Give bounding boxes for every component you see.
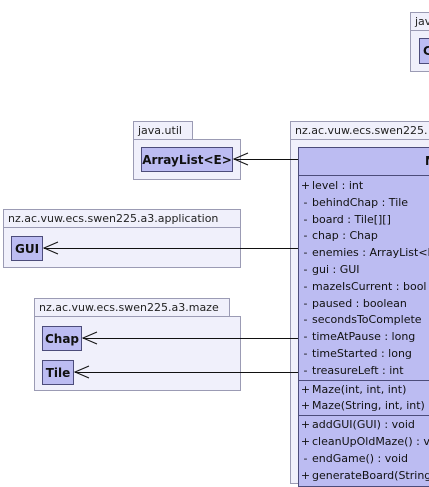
visibility-marker: -	[303, 229, 308, 243]
member-text: treasureLeft : int	[312, 363, 404, 377]
member-text: board : Tile[][]	[312, 212, 391, 226]
package-tab-maze: nz.ac.vuw.ecs.swen225.a3.maze	[34, 298, 230, 316]
maze-constructor: +Maze(int, int, int)	[299, 382, 429, 399]
package-tab-main: nz.ac.vuw.ecs.swen225.	[290, 121, 429, 139]
member-text: paused : boolean	[312, 296, 407, 310]
package-application	[3, 227, 241, 268]
maze-fields: +level : int-behindChap : Tile-board : T…	[299, 176, 429, 380]
member-text: level : int	[312, 179, 364, 192]
member-text: behindChap : Tile	[312, 195, 409, 209]
visibility-marker: -	[303, 195, 308, 209]
edge-maze-tile	[75, 372, 298, 373]
maze-field: -enemies : ArrayList<E	[299, 245, 429, 262]
maze-method: -endGame() : void	[299, 451, 429, 468]
visibility-marker: -	[303, 296, 308, 310]
member-text: gui : GUI	[312, 262, 360, 276]
member-text: addGUI(GUI) : void	[312, 418, 415, 432]
class-chap[interactable]: Chap	[42, 326, 82, 351]
visibility-marker: -	[303, 246, 308, 260]
visibility-marker: -	[303, 262, 308, 276]
visibility-marker: +	[300, 179, 311, 192]
maze-method: +addGUI(GUI) : void	[299, 417, 429, 434]
package-tab-java-util: java.util	[133, 121, 193, 139]
class-tile[interactable]: Tile	[42, 360, 74, 385]
visibility-marker: +	[300, 468, 311, 482]
member-text: chap : Chap	[312, 229, 378, 243]
maze-methods: +addGUI(GUI) : void+cleanUpOldMaze() : v…	[299, 416, 429, 484]
visibility-marker: +	[300, 418, 311, 432]
edge-maze-arraylist	[234, 159, 298, 160]
member-text: enemies : ArrayList<E	[312, 246, 429, 260]
maze-separator-1	[299, 379, 429, 381]
maze-field: -board : Tile[][]	[299, 212, 429, 229]
maze-method: +cleanUpOldMaze() : v	[299, 434, 429, 451]
visibility-marker: +	[300, 434, 311, 448]
maze-field: -paused : boolean	[299, 296, 429, 313]
visibility-marker: -	[303, 212, 308, 226]
class-top-right[interactable]: C	[419, 38, 429, 64]
visibility-marker: -	[303, 330, 308, 344]
member-text: Maze(String, int, int)	[312, 399, 425, 413]
member-text: Maze(int, int, int)	[312, 382, 407, 396]
class-maze[interactable]: M +level : int-behindChap : Tile-board :…	[298, 147, 429, 487]
visibility-marker: +	[300, 399, 311, 413]
member-text: timeStarted : long	[312, 346, 412, 360]
maze-field: -gui : GUI	[299, 262, 429, 279]
edge-maze-gui	[44, 248, 298, 249]
member-text: timeAtPause : long	[312, 330, 416, 344]
package-tab-top-right: jav	[410, 12, 429, 30]
maze-field: -mazeIsCurrent : bool	[299, 279, 429, 296]
visibility-marker: -	[303, 313, 308, 327]
member-text: cleanUpOldMaze() : v	[312, 434, 429, 448]
class-arraylist[interactable]: ArrayList<E>	[141, 147, 233, 172]
maze-class-title: M	[299, 148, 429, 176]
member-text: mazeIsCurrent : bool	[312, 279, 427, 293]
maze-constructor: +Maze(String, int, int)	[299, 398, 429, 415]
maze-field: -secondsToComplete	[299, 312, 429, 329]
maze-field: -timeAtPause : long	[299, 329, 429, 346]
edge-maze-chap	[83, 338, 298, 339]
visibility-marker: -	[303, 363, 308, 377]
package-tab-application: nz.ac.vuw.ecs.swen225.a3.application	[3, 209, 241, 227]
member-text: secondsToComplete	[312, 313, 422, 327]
maze-field: -behindChap : Tile	[299, 195, 429, 212]
member-text: generateBoard(String	[312, 468, 429, 482]
visibility-marker: -	[303, 279, 308, 293]
class-gui[interactable]: GUI	[11, 236, 43, 261]
maze-field: -chap : Chap	[299, 228, 429, 245]
visibility-marker: +	[300, 382, 311, 396]
visibility-marker: -	[303, 451, 308, 465]
maze-constructors: +Maze(int, int, int)+Maze(String, int, i…	[299, 381, 429, 416]
maze-field: +level : int	[299, 178, 429, 195]
maze-separator-2	[299, 415, 429, 417]
maze-field: -timeStarted : long	[299, 346, 429, 363]
maze-field: -treasureLeft : int	[299, 363, 429, 380]
visibility-marker: -	[303, 346, 308, 360]
maze-method: +generateBoard(String	[299, 468, 429, 485]
member-text: endGame() : void	[312, 451, 409, 465]
